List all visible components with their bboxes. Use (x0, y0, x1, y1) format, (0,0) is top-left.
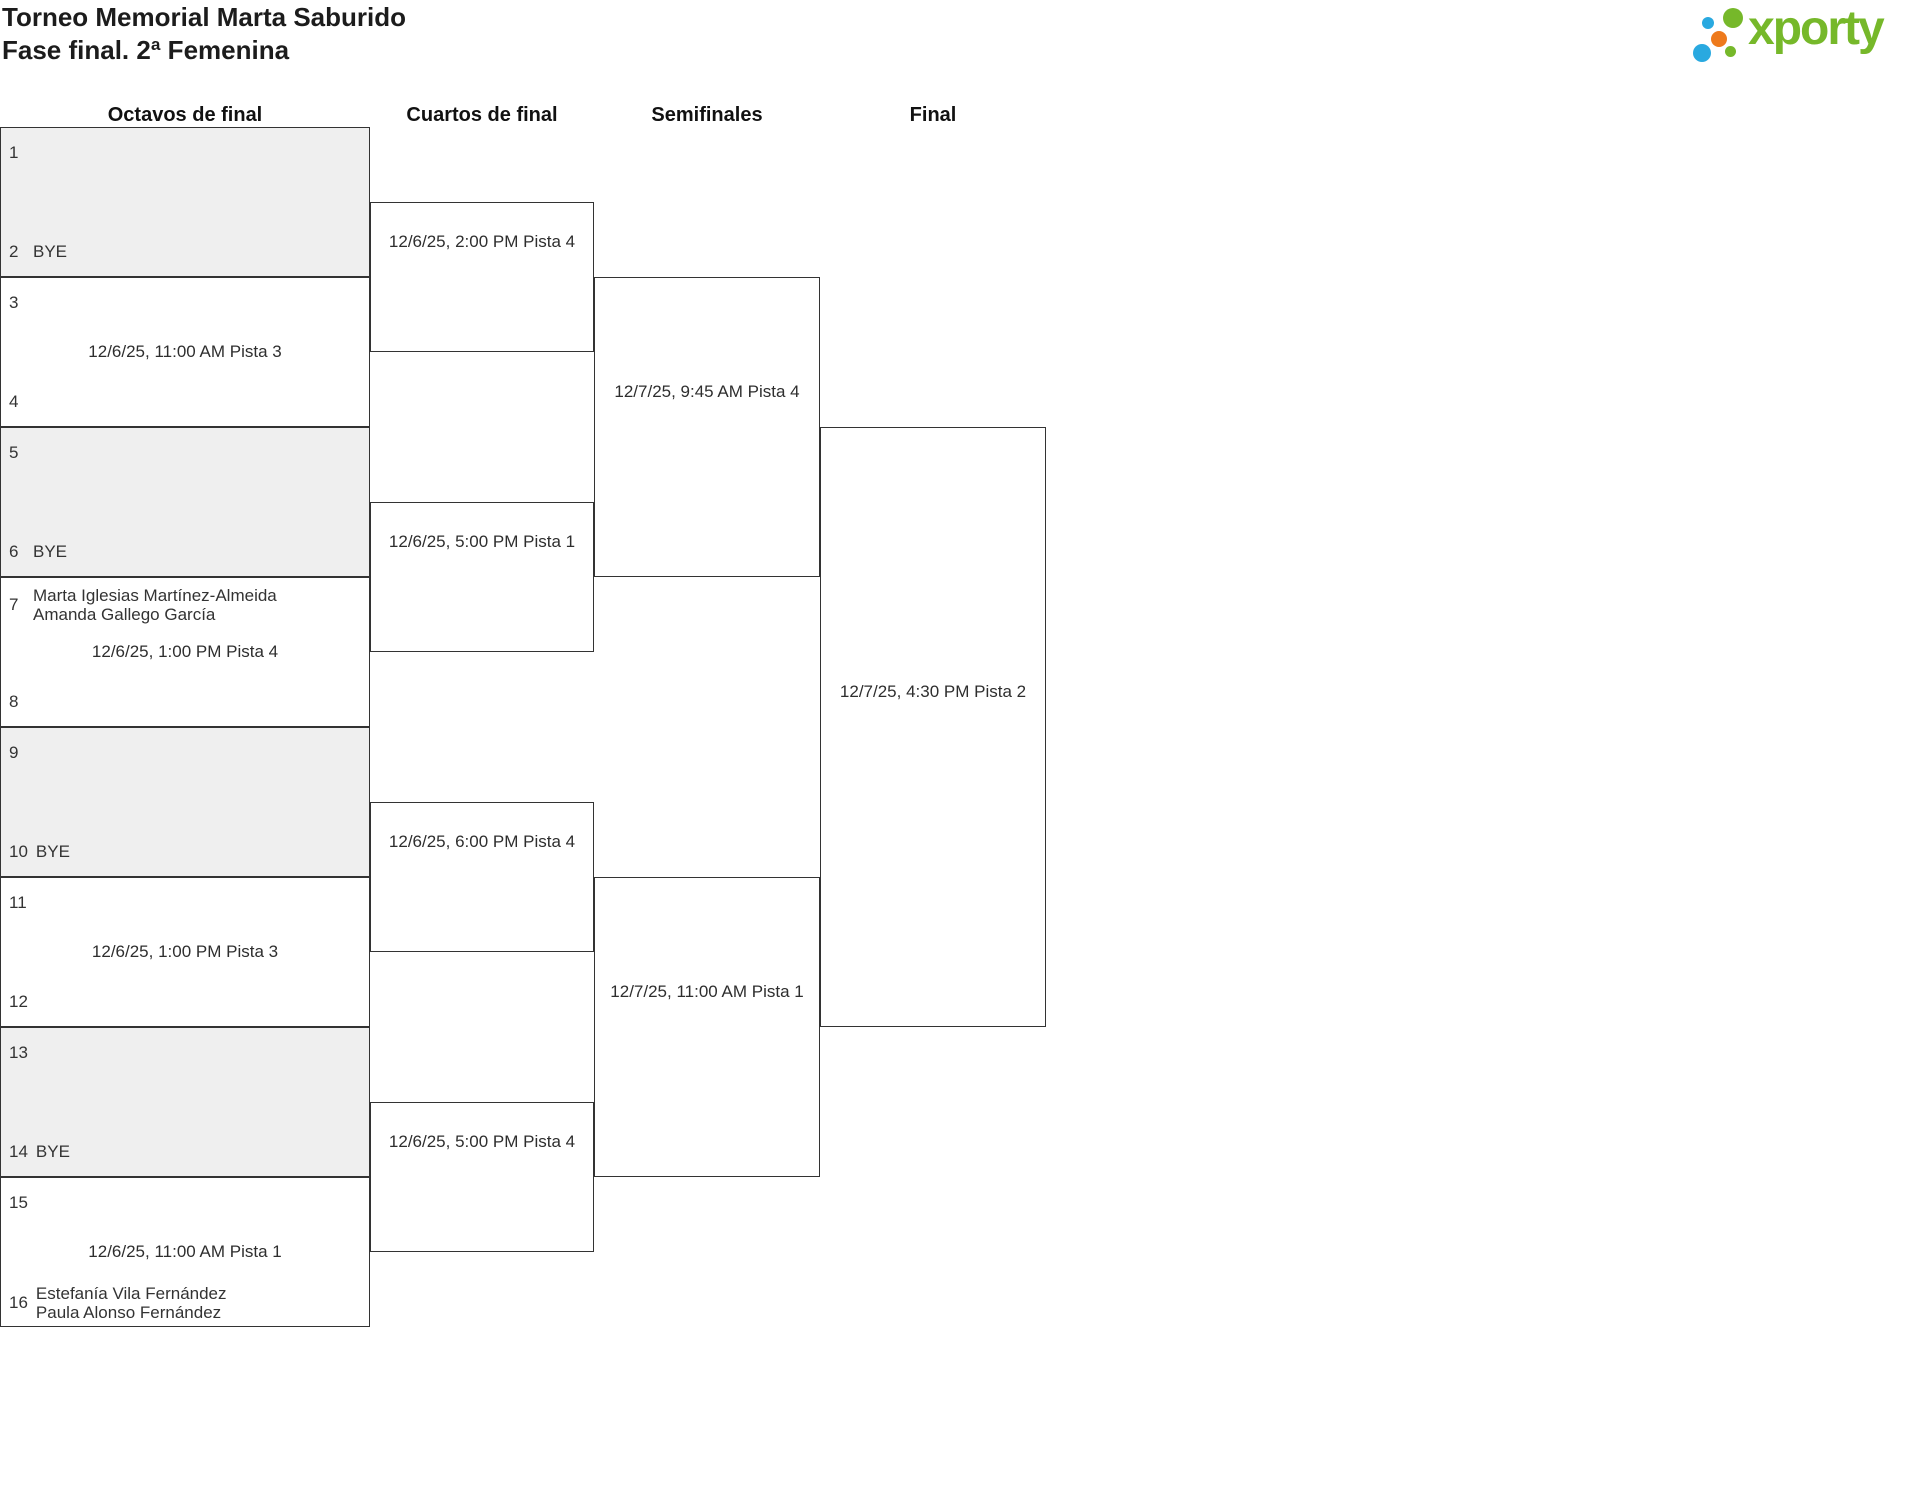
match-qf-1[interactable]: 12/6/25, 2:00 PM Pista 4 (370, 202, 594, 352)
player-slot: 11 (9, 892, 359, 914)
round-header-final: Final (909, 104, 957, 126)
match-r16-5[interactable]: 9 10 BYE (0, 727, 370, 877)
player-slot: 5 (9, 442, 359, 464)
match-schedule: 12/7/25, 11:00 AM Pista 1 (610, 982, 804, 1001)
seed-number: 14 (9, 1142, 28, 1161)
player-slot: 12 (9, 991, 359, 1013)
match-schedule: 12/6/25, 1:00 PM Pista 3 (91, 942, 279, 961)
match-schedule: 12/6/25, 2:00 PM Pista 4 (388, 232, 576, 251)
match-schedule: 12/6/25, 5:00 PM Pista 1 (388, 532, 576, 551)
seed-number: 5 (9, 443, 19, 462)
seed-number: 15 (9, 1193, 28, 1212)
match-schedule: 12/6/25, 5:00 PM Pista 4 (388, 1132, 576, 1151)
seed-number: 13 (9, 1043, 28, 1062)
seed-number: 10 (9, 842, 28, 861)
bye-label: BYE (33, 542, 68, 561)
match-r16-6[interactable]: 11 12/6/25, 1:00 PM Pista 3 12 (0, 877, 370, 1027)
match-schedule: 12/6/25, 1:00 PM Pista 4 (91, 642, 279, 661)
player-slot: 10 BYE (9, 841, 359, 863)
seed-number: 8 (9, 692, 19, 711)
seed-number: 9 (9, 743, 19, 762)
xporty-logo-text: xporty (1748, 2, 1885, 55)
match-qf-4[interactable]: 12/6/25, 5:00 PM Pista 4 (370, 1102, 594, 1252)
player-name: Marta Iglesias Martínez-Almeida (33, 586, 277, 605)
logo-dot-green-small-icon (1725, 46, 1736, 57)
bye-label: BYE (35, 1142, 70, 1161)
seed-number: 11 (9, 893, 27, 912)
logo-dot-blue-small-icon (1702, 17, 1714, 29)
seed-number: 7 (9, 595, 19, 614)
player-slot: 14 BYE (9, 1141, 359, 1163)
match-sf-1[interactable]: 12/7/25, 9:45 AM Pista 4 (594, 277, 820, 577)
logo-dot-blue-large-icon (1693, 44, 1711, 62)
seed-number: 4 (9, 392, 19, 411)
match-r16-8[interactable]: 15 12/6/25, 11:00 AM Pista 1 16 Estefaní… (0, 1177, 370, 1327)
seed-number: 1 (9, 143, 19, 162)
player-slot: 1 (9, 142, 359, 164)
player-slot: 6 BYE (9, 541, 359, 563)
round-header-cuartos: Cuartos de final (406, 104, 558, 126)
match-r16-7[interactable]: 13 14 BYE (0, 1027, 370, 1177)
logo-dot-orange-icon (1711, 31, 1727, 47)
match-r16-2[interactable]: 3 12/6/25, 11:00 AM Pista 3 4 (0, 277, 370, 427)
match-final[interactable]: 12/7/25, 4:30 PM Pista 2 (820, 427, 1046, 1027)
bye-label: BYE (33, 242, 68, 261)
match-schedule: 12/6/25, 11:00 AM Pista 1 (88, 1242, 282, 1261)
match-schedule: 12/7/25, 4:30 PM Pista 2 (839, 682, 1027, 701)
match-sf-2[interactable]: 12/7/25, 11:00 AM Pista 1 (594, 877, 820, 1177)
seed-number: 2 (9, 242, 19, 261)
seed-number: 12 (9, 992, 28, 1011)
player-slot: 3 (9, 292, 359, 314)
match-r16-1[interactable]: 1 2 BYE (0, 127, 370, 277)
match-schedule: 12/6/25, 11:00 AM Pista 3 (88, 342, 282, 361)
player-slot: 15 (9, 1192, 359, 1214)
player-name: Estefanía Vila Fernández (35, 1284, 227, 1303)
match-schedule: 12/7/25, 9:45 AM Pista 4 (614, 382, 800, 401)
seed-number: 16 (9, 1293, 28, 1312)
round-header-octavos: Octavos de final (107, 104, 263, 126)
match-schedule: 12/6/25, 6:00 PM Pista 4 (388, 832, 576, 851)
pair-names: Estefanía Vila Fernández Paula Alonso Fe… (36, 1284, 227, 1322)
player-name: Amanda Gallego García (33, 605, 216, 624)
player-slot: 7 Marta Iglesias Martínez-Almeida Amanda… (9, 586, 359, 624)
round-header-semifinales: Semifinales (651, 104, 763, 126)
player-slot: 2 BYE (9, 241, 359, 263)
seed-number: 3 (9, 293, 19, 312)
player-slot: 9 (9, 742, 359, 764)
bye-label: BYE (35, 842, 70, 861)
xporty-logo[interactable]: xporty (1690, 0, 1918, 70)
player-name: Paula Alonso Fernández (35, 1303, 222, 1322)
tournament-name: Torneo Memorial Marta Saburido (2, 2, 407, 32)
seed-number: 6 (9, 542, 19, 561)
match-r16-4[interactable]: 7 Marta Iglesias Martínez-Almeida Amanda… (0, 577, 370, 727)
match-qf-3[interactable]: 12/6/25, 6:00 PM Pista 4 (370, 802, 594, 952)
match-qf-2[interactable]: 12/6/25, 5:00 PM Pista 1 (370, 502, 594, 652)
player-slot: 8 (9, 691, 359, 713)
player-slot: 16 Estefanía Vila Fernández Paula Alonso… (9, 1284, 359, 1322)
match-r16-3[interactable]: 5 6 BYE (0, 427, 370, 577)
pair-names: Marta Iglesias Martínez-Almeida Amanda G… (33, 586, 277, 624)
phase-category: Fase final. 2ª Femenina (2, 35, 290, 65)
player-slot: 13 (9, 1042, 359, 1064)
logo-dot-green-large-icon (1723, 8, 1743, 28)
player-slot: 4 (9, 391, 359, 413)
page-title: Torneo Memorial Marta Saburido Fase fina… (2, 1, 406, 67)
